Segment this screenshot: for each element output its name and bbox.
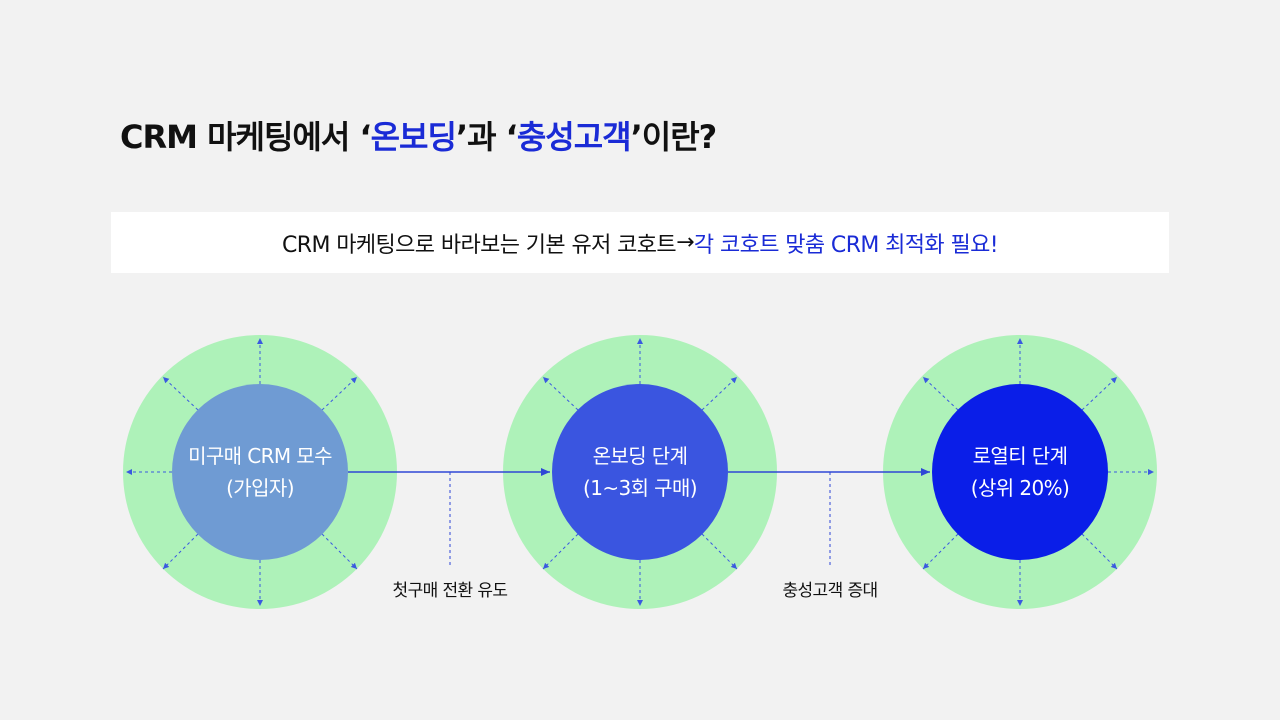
transition-label-first-purchase: 첫구매 전환 유도: [392, 581, 508, 601]
inner-circle: [932, 384, 1108, 560]
title-highlight-onboarding: 온보딩: [370, 118, 457, 156]
transition-label-loyal-growth: 충성고객 증대: [782, 581, 878, 601]
banner-text: CRM 마케팅으로 바라보는 기본 유저 코호트: [282, 232, 677, 258]
banner-arrow-icon: →: [676, 230, 694, 255]
inner-circle: [552, 384, 728, 560]
node-label-onboarding: 온보딩 단계 (1~3회 구매): [552, 440, 728, 504]
page-title: CRM 마케팅에서 ‘온보딩’과 ‘충성고객’이란?: [120, 118, 717, 156]
title-highlight-loyal-customer: 충성고객: [516, 118, 632, 156]
node-subtitle: (1~3회 구매): [583, 476, 698, 500]
cohort-node-signup: [123, 335, 397, 609]
summary-banner: CRM 마케팅으로 바라보는 기본 유저 코호트 → 각 코호트 맞춤 CRM …: [111, 212, 1169, 273]
node-title: 로열티 단계: [972, 444, 1068, 468]
connector-onboarding-to-loyalty: [728, 468, 930, 568]
radial-arrows: [542, 338, 738, 606]
node-label-loyalty: 로열티 단계 (상위 20%): [932, 440, 1108, 504]
node-title: 미구매 CRM 모수: [188, 444, 332, 468]
banner-highlight: 각 코호트 맞춤 CRM 최적화 필요!: [693, 232, 999, 258]
connector-signup-to-onboarding: [348, 468, 550, 568]
radial-arrows: [126, 338, 358, 606]
node-subtitle: (상위 20%): [970, 476, 1070, 500]
node-label-signup: 미구매 CRM 모수 (가입자): [172, 440, 348, 504]
node-title: 온보딩 단계: [592, 444, 688, 468]
inner-circle: [172, 384, 348, 560]
cohort-node-onboarding: [503, 335, 777, 609]
radial-arrows: [922, 338, 1154, 606]
cohort-node-loyalty: [883, 335, 1157, 609]
node-subtitle: (가입자): [226, 476, 294, 500]
